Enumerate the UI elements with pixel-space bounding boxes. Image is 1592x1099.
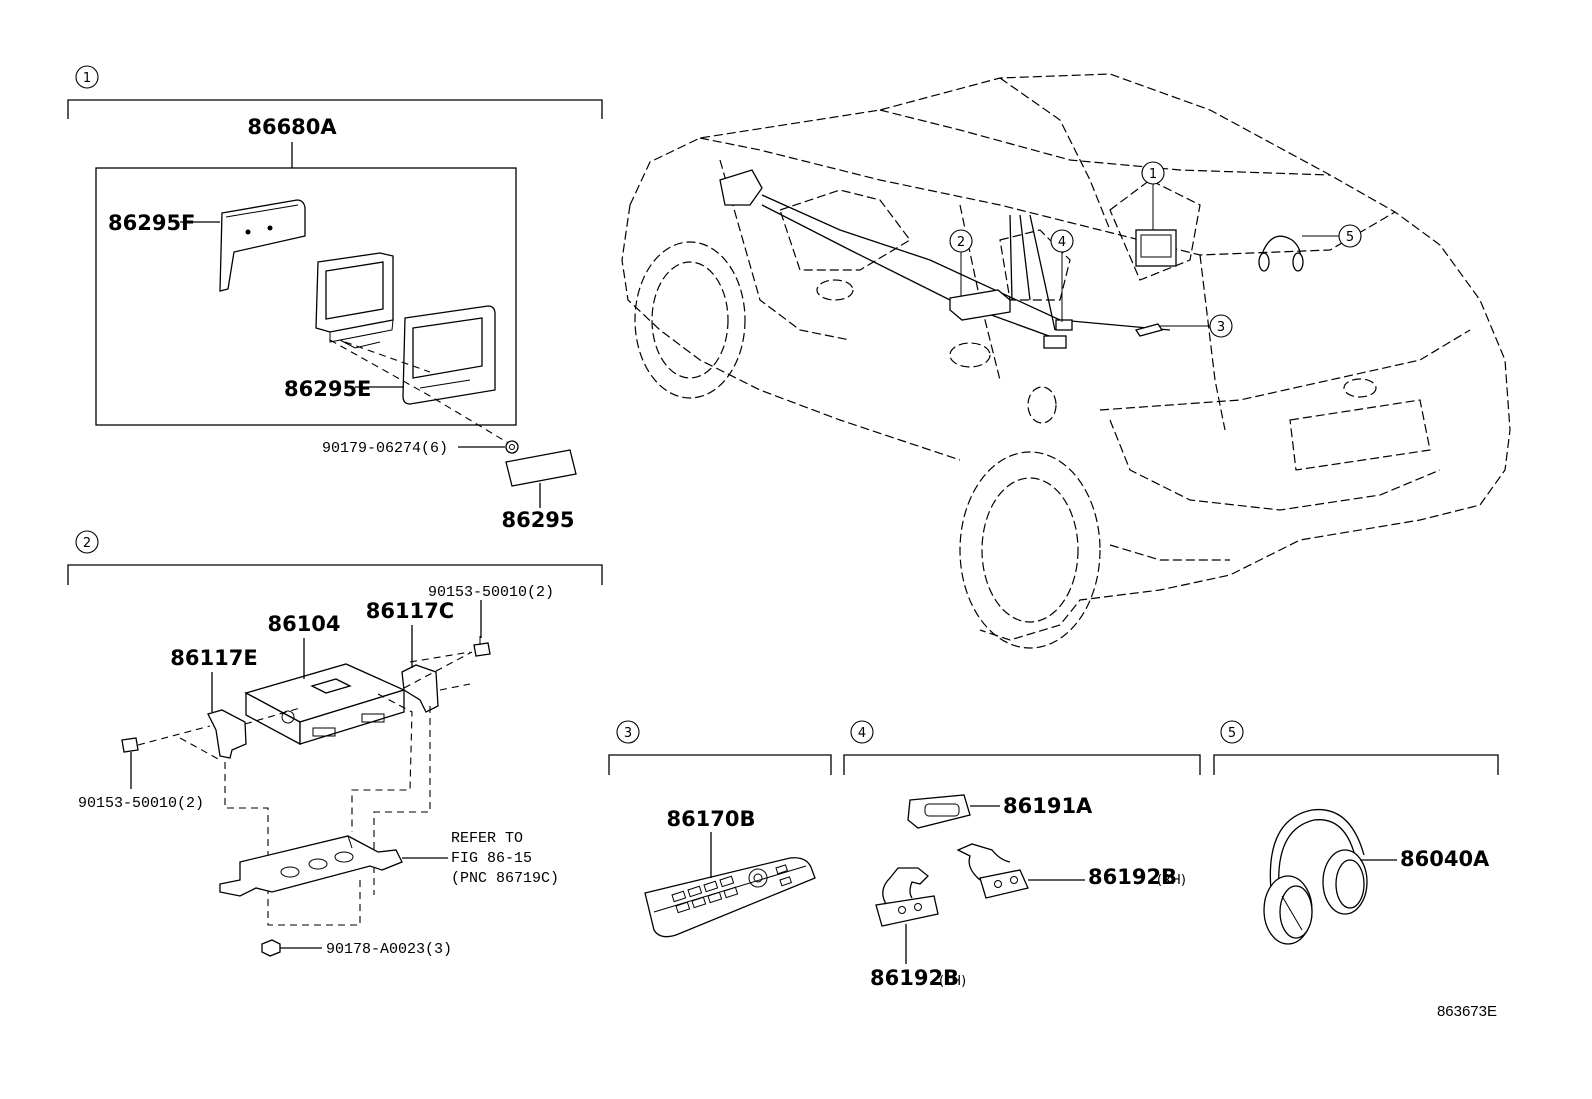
group-4-bracket <box>843 754 1201 775</box>
group-4: 4 86191A 86192B (RH) 86192B (LH) <box>843 720 1201 990</box>
section-marker-3: 3 <box>624 726 632 741</box>
section-marker-5: 5 <box>1228 726 1236 741</box>
plate-86295-drawing <box>505 449 577 487</box>
part-90153-right-label[interactable]: 90153-50010(2) <box>428 584 554 601</box>
bracket-86117C-drawing <box>401 664 439 713</box>
part-86170B-label[interactable]: 86170B <box>666 807 755 831</box>
callout-2[interactable]: 2 <box>957 235 965 250</box>
refer-line-2: FIG 86-15 <box>451 850 532 867</box>
cover-86295F-drawing <box>219 199 306 292</box>
group-5: 5 86040A <box>1213 720 1499 945</box>
part-86192B-lh-side: (LH) <box>939 974 966 989</box>
part-86192B-rh-label[interactable]: 86192B <box>1088 865 1177 889</box>
part-86117E-label[interactable]: 86117E <box>170 646 257 670</box>
part-86295-label[interactable]: 86295 <box>501 508 574 532</box>
refer-line-1: REFER TO <box>451 830 523 847</box>
part-90179-label[interactable]: 90179-06274(6) <box>322 440 448 457</box>
callout-5[interactable]: 5 <box>1346 230 1354 245</box>
callout-4[interactable]: 4 <box>1058 235 1066 250</box>
part-90153-left-label[interactable]: 90153-50010(2) <box>78 795 204 812</box>
part-86104-label[interactable]: 86104 <box>267 612 340 636</box>
remote-86170B-drawing <box>644 857 816 938</box>
part-86192B-lh-label[interactable]: 86192B <box>870 966 959 990</box>
assembly-dash-line <box>329 339 511 445</box>
jack-lh-drawing <box>875 867 939 927</box>
group-2-bracket <box>67 564 603 585</box>
group-1-bracket <box>67 99 603 119</box>
vehicle-callouts: 1 2 3 4 5 <box>949 161 1362 338</box>
figure-code: 863673E <box>1437 1003 1497 1020</box>
bolt-right-drawing <box>473 636 491 657</box>
assembly-box <box>95 167 517 426</box>
headphones-86040A-drawing <box>1263 808 1368 945</box>
part-86117C-label[interactable]: 86117C <box>366 599 454 623</box>
group-3: 3 86170B <box>608 720 832 938</box>
part-86040A-label[interactable]: 86040A <box>1400 847 1490 871</box>
bolt-left-drawing <box>121 737 139 753</box>
nut-90178-drawing <box>261 939 281 957</box>
jack-86191A-drawing <box>907 794 971 829</box>
bracket-86117E-drawing <box>207 709 247 759</box>
section-marker-1-circle <box>75 65 99 89</box>
bezel-86295E-drawing <box>402 305 496 405</box>
part-86192B-rh-side: (RH) <box>1157 873 1186 888</box>
refer-line-3[interactable]: (PNC 86719C) <box>451 870 559 887</box>
part-86680A-label[interactable]: 86680A <box>247 115 337 139</box>
part-90178-label[interactable]: 90178-A0023(3) <box>326 941 452 958</box>
section-marker-1: 1 <box>83 71 91 86</box>
part-86295F-label[interactable]: 86295F <box>108 211 195 235</box>
group-2: 2 86104 86117E 86117C 90153-50010(2) <box>67 530 603 958</box>
callout-1[interactable]: 1 <box>1149 167 1157 182</box>
module-86104-drawing <box>244 663 406 746</box>
mounting-bracket-drawing <box>219 835 403 897</box>
callout-3[interactable]: 3 <box>1217 320 1225 335</box>
bolt-90179-drawing <box>505 440 519 454</box>
section-marker-4: 4 <box>858 726 866 741</box>
display-unit-drawing <box>315 252 394 349</box>
jack-rh-drawing <box>956 843 1029 899</box>
group-5-bracket <box>1213 754 1499 775</box>
part-86191A-label[interactable]: 86191A <box>1003 794 1093 818</box>
group-3-bracket <box>608 754 832 775</box>
part-86295E-label[interactable]: 86295E <box>284 377 371 401</box>
vehicle-illustration <box>621 73 1511 649</box>
section-marker-2: 2 <box>83 536 91 551</box>
group-1: 1 86680A 86295F 86295E <box>67 65 603 532</box>
